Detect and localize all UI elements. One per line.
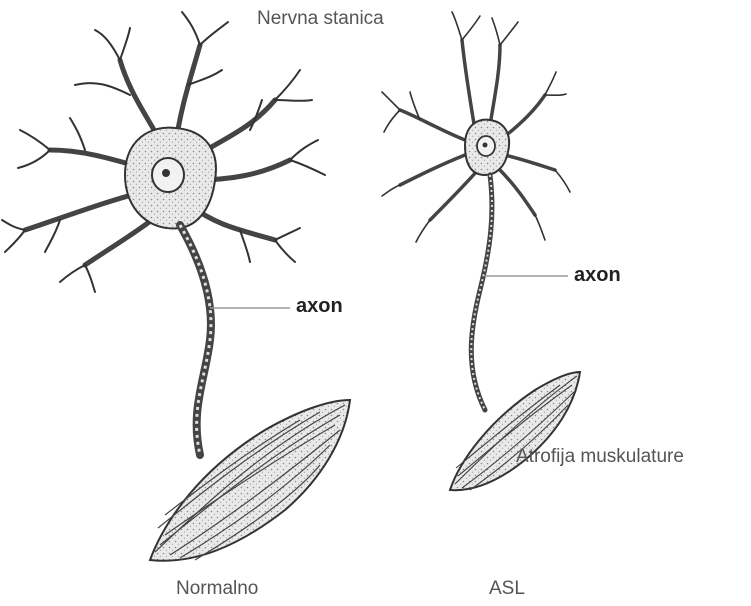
als-muscle <box>450 372 580 490</box>
als-caption: ASL <box>489 578 525 600</box>
als-neuron <box>382 12 580 490</box>
normal-muscle <box>150 400 350 561</box>
normal-axon-label: axon <box>296 295 343 318</box>
als-axon-label: axon <box>574 264 621 287</box>
normal-caption: Normalno <box>176 578 258 600</box>
normal-neuron <box>2 12 350 561</box>
als-muscle-label: Atrofija muskulature <box>516 446 684 468</box>
diagram-title: Nervna stanica <box>257 8 384 30</box>
als-axon <box>471 175 492 410</box>
